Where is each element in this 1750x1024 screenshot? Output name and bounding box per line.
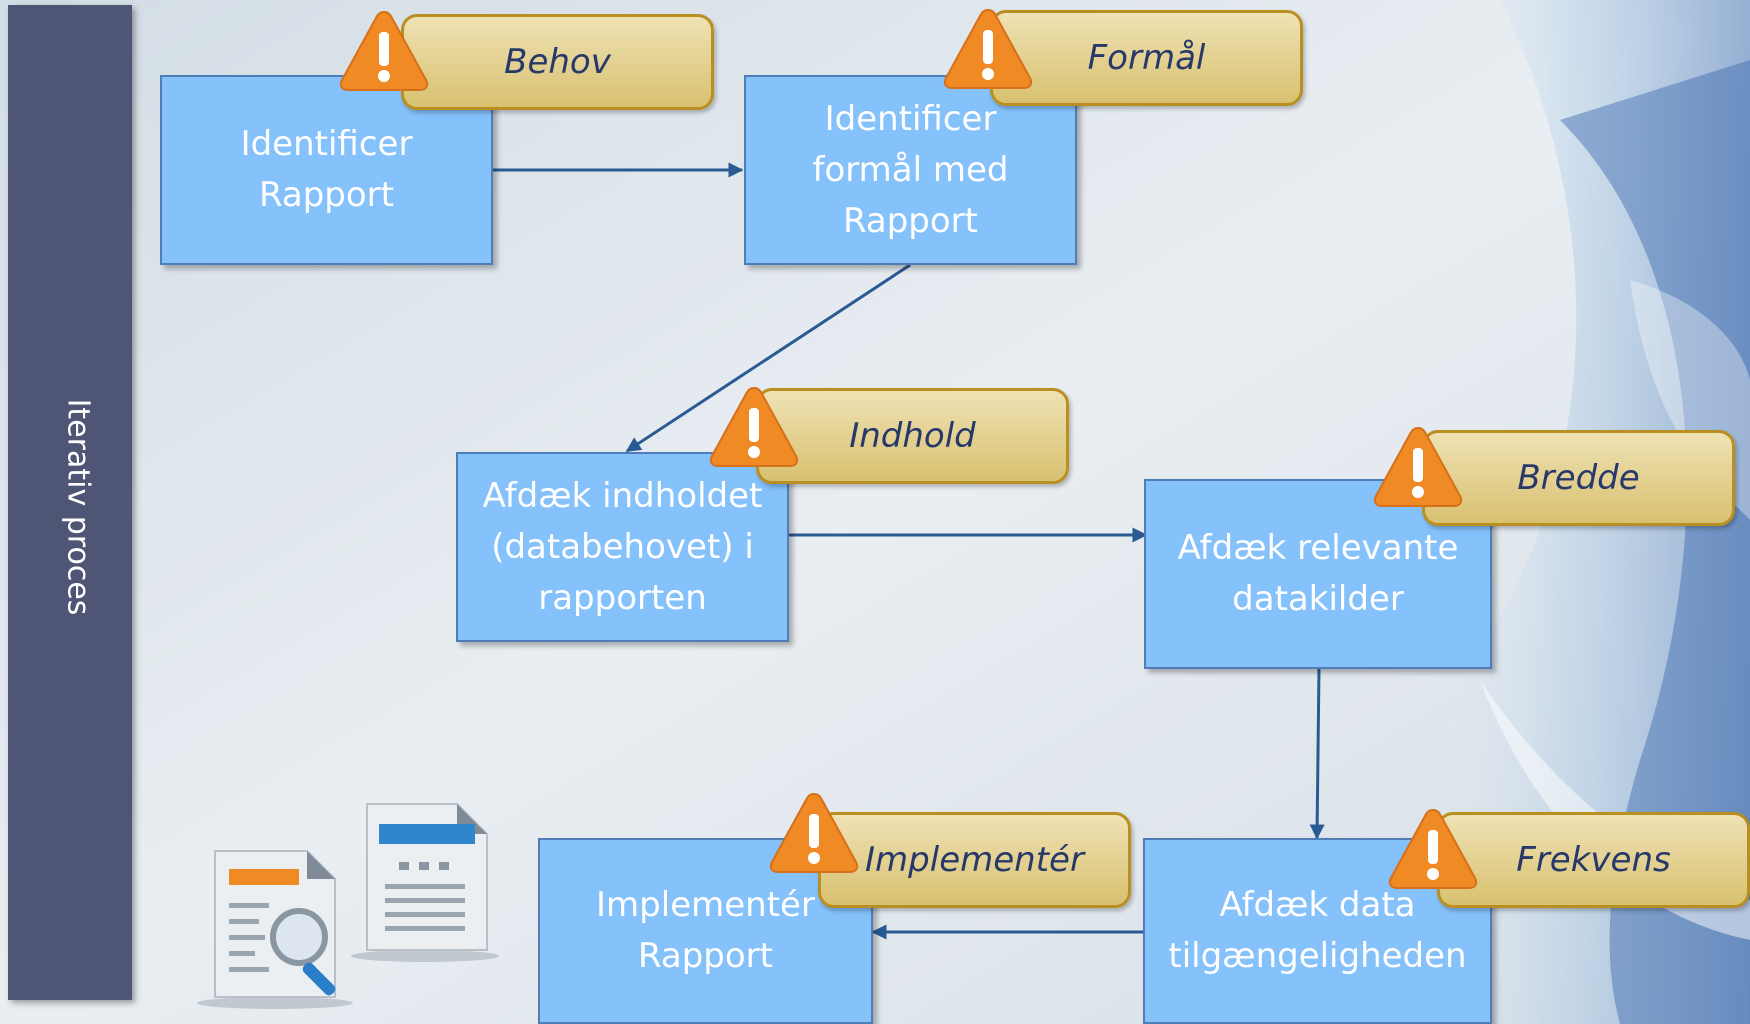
tag-behov: Behov [401,14,714,110]
step-cover-content: Afdæk indholdet (databehovet) i rapporte… [456,452,789,642]
warning-icon [769,792,859,873]
warning-icon [1388,808,1478,889]
warning-icon [709,386,799,467]
tag-implementer: Implementér [818,812,1131,908]
document-icon [351,803,499,962]
arrow-sources-to-availability [1309,667,1325,840]
warning-icon [339,10,429,91]
tag-indhold: Indhold [756,388,1069,484]
step-identify-purpose: Identificer formål med Rapport [744,75,1077,265]
document-search-icon [197,850,353,1009]
tag-formaal: Formål [990,10,1303,106]
arrow-purpose-to-content [625,263,911,453]
iterative-process-sidebar: Iterativ proces [8,5,132,1000]
tag-bredde: Bredde [1422,430,1735,526]
warning-icon [1373,426,1463,507]
tag-frekvens: Frekvens [1437,812,1750,908]
warning-icon [943,8,1033,89]
